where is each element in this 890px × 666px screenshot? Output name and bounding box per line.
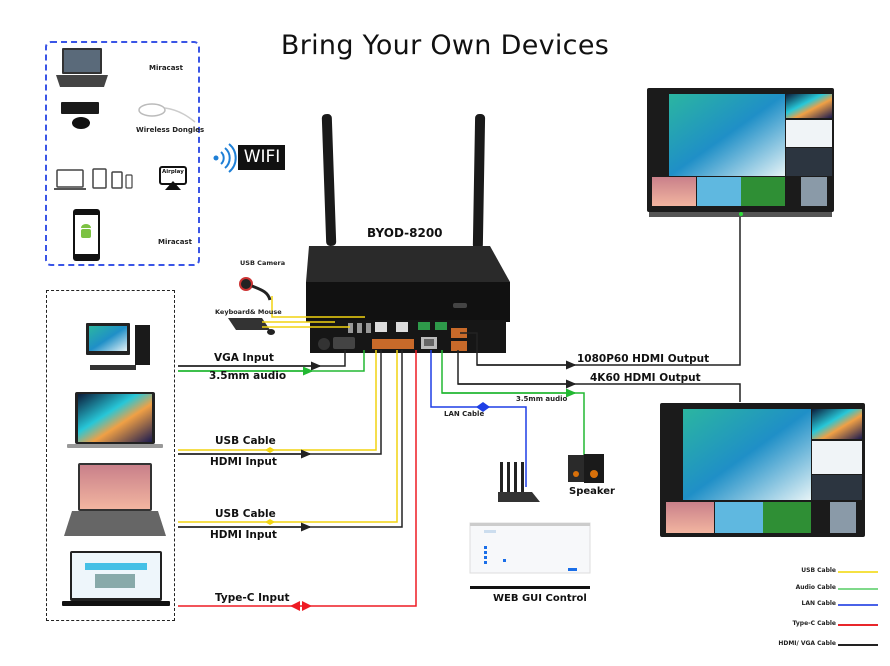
legend-swatch — [838, 604, 878, 606]
hdmi-4k-output-label: 4K60 HDMI Output — [590, 372, 701, 384]
vga-input-label: VGA Input — [214, 352, 274, 364]
display-bottom — [660, 403, 865, 537]
lan-cable-label: LAN Cable — [444, 410, 485, 418]
usb-cable-2 — [178, 350, 398, 523]
apple-devices-icon — [54, 168, 133, 190]
typec-cable — [178, 350, 417, 607]
legend-label: Type-C Cable — [792, 620, 836, 627]
audio-input-label: 3.5mm audio — [209, 370, 287, 382]
hdmi-input-label-2: HDMI Input — [210, 529, 277, 541]
miracast-label-2: Miracast — [158, 238, 192, 246]
typec-laptop-icon — [62, 551, 170, 606]
page-title: Bring Your Own Devices — [280, 30, 610, 61]
usb-cable-label-1: USB Cable — [215, 435, 276, 447]
usb-peripheral-cables — [262, 296, 365, 328]
legend-item-lan: LAN Cable — [770, 600, 880, 610]
legend-label: USB Cable — [801, 567, 836, 574]
antenna-right — [472, 113, 486, 250]
keyboard-mouse-label: Keyboard& Mouse — [215, 308, 282, 316]
legend-swatch — [838, 588, 878, 590]
usb-camera-label: USB Camera — [240, 259, 286, 267]
typec-bidirectional-arrow — [290, 601, 312, 611]
legend-item-usb: USB Cable — [770, 567, 880, 577]
miracast-label-1: Miracast — [149, 64, 183, 72]
speaker-label: Speaker — [569, 486, 615, 497]
airplay-label: Airplay — [162, 169, 184, 175]
legend-label: Audio Cable — [795, 584, 836, 591]
wired-sources-group — [46, 290, 175, 621]
lan-bidirectional-arrow — [476, 402, 490, 412]
legend-swatch — [838, 624, 878, 626]
wifi-label: WIFI — [243, 147, 281, 167]
hdmi-input-label-1: HDMI Input — [210, 456, 277, 468]
legend-swatch — [838, 644, 878, 646]
usb-bidirectional-arrows — [265, 447, 275, 525]
game-console-icon — [61, 102, 99, 129]
audio-output-label: 3.5mm audio — [516, 395, 568, 403]
speaker-icon — [568, 454, 604, 483]
typec-input-label: Type-C Input — [215, 592, 290, 604]
wireless-dongle-icon — [138, 103, 196, 123]
keyboard-mouse-icon — [228, 318, 275, 335]
usb-cable-1 — [178, 350, 377, 451]
legend-item-hdmi-vga: HDMI/ VGA Cable — [770, 640, 880, 650]
web-gui-label: WEB GUI Control — [493, 593, 587, 604]
legend-label: LAN Cable — [801, 600, 836, 607]
macbook-icon — [67, 392, 163, 448]
display-top — [647, 88, 834, 217]
hdmi-1080-output-label: 1080P60 HDMI Output — [577, 353, 710, 365]
legend-label: HDMI/ VGA Cable — [778, 640, 836, 647]
usb-cable-label-2: USB Cable — [215, 508, 276, 520]
lan-cable — [430, 350, 527, 487]
usb-camera-icon — [239, 277, 272, 301]
antenna-left — [321, 114, 337, 246]
wireless-dongles-label: Wireless Dongles — [136, 126, 205, 134]
web-gui-screenshot — [469, 522, 591, 589]
byod-switcher-device — [306, 246, 510, 353]
legend-item-audio: Audio Cable — [770, 584, 880, 594]
legend-item-typec: Type-C Cable — [770, 620, 880, 630]
router-icon — [498, 462, 540, 502]
laptop-huawei-icon — [64, 463, 166, 536]
android-phone-icon — [73, 209, 100, 261]
legend-swatch — [838, 571, 878, 573]
airplay-icon — [159, 166, 187, 190]
wireless-sources-group — [45, 41, 200, 266]
hdmi-output-4k-cable — [457, 350, 741, 402]
desktop-pc-icon — [86, 323, 150, 370]
device-name: BYOD-8200 — [367, 226, 443, 240]
wifi-signal-icon — [213, 143, 285, 173]
laptop-icon — [56, 48, 108, 87]
